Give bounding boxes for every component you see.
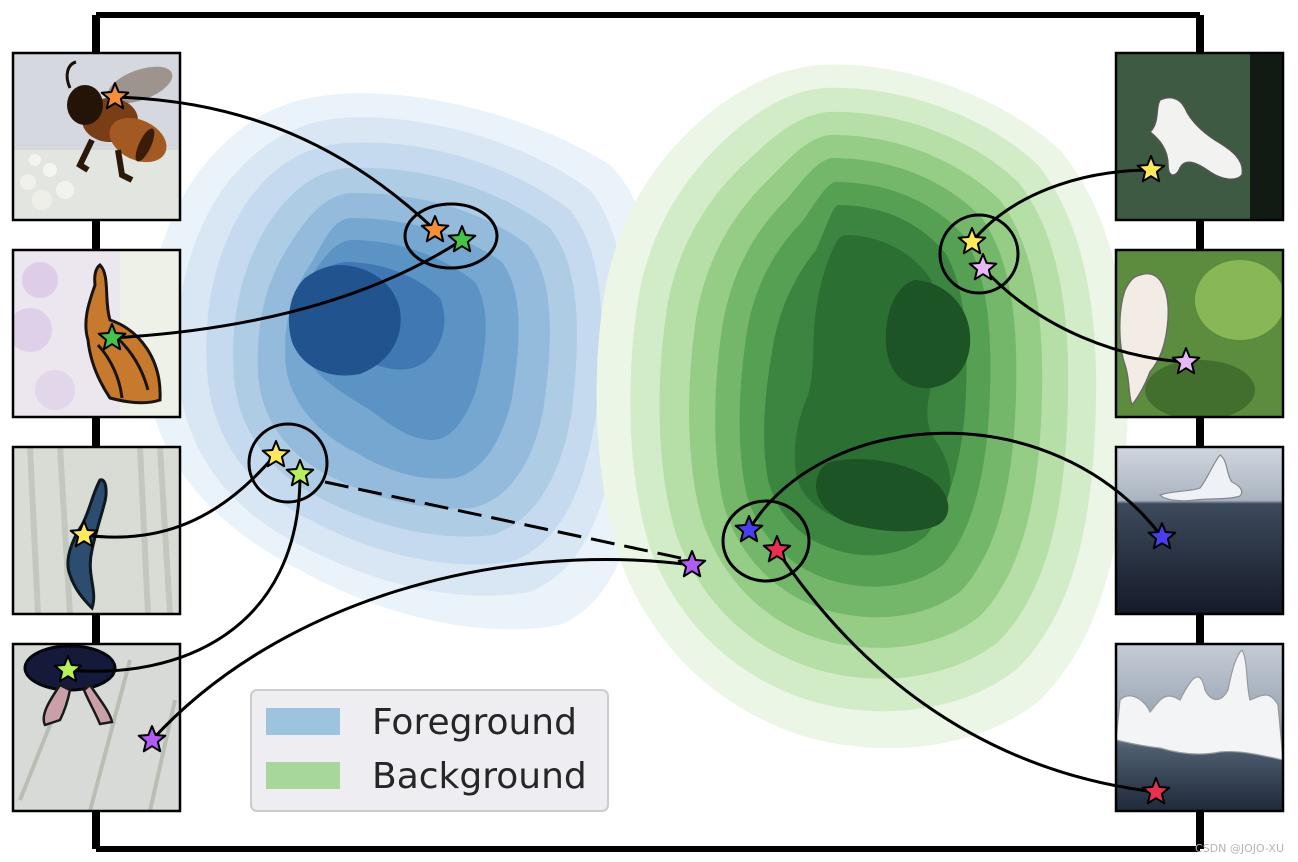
star-bird-thumb-icon [53,655,83,683]
bee-image-border [11,51,182,222]
background-density [596,64,1129,749]
foreground-level-9 [288,265,401,376]
bird-image [13,644,180,811]
caterpillar-image [1116,53,1283,220]
star-caterpillar-thumb-icon [1136,155,1166,183]
cluster-circle-bg-top [938,213,1020,295]
cluster-circle-fg-bottom [247,422,329,504]
star-snail-embed-icon [968,253,998,281]
bee-image [13,53,180,220]
legend-label-background: Background [372,756,587,797]
star-iceberg-embed-icon [734,515,764,543]
ice-formation-image [1116,644,1283,811]
star-bee-thumb-icon [100,82,130,110]
cluster-circles [247,202,1020,583]
legend: Foreground Background [250,689,609,812]
legend-swatch-background [266,762,340,789]
ice-formation-image-border [1114,642,1285,813]
snail-image-border [1114,248,1285,419]
connector-seahorse [83,454,277,539]
connector-dashed [324,480,691,562]
connector-purple-bg [150,558,693,742]
iceberg-image-border [1114,445,1285,616]
connector-iceberg [747,431,1164,538]
star-bird-bg-thumb-icon [137,725,167,753]
seahorse-image-border [11,445,182,616]
star-snail-thumb-icon [1171,347,1201,375]
iceberg-image [1116,447,1283,614]
foreground-density [146,93,658,630]
watermark: CSDN @JOJO-XU [1195,842,1284,855]
star-ice-formation-thumb-icon [1141,777,1171,805]
caterpillar-image-border [1114,51,1285,222]
star-bee-embed-icon [420,215,450,243]
star-seahorse-embed-icon [261,440,291,468]
connector-caterpillar [970,168,1152,243]
background-level-9-upper [885,280,971,389]
stars [53,82,1201,805]
connector-bee [114,95,437,232]
legend-swatch-foreground [266,708,340,735]
cluster-circle-bg-bottom [721,499,811,583]
star-bird-bg-embed-icon [677,550,707,578]
bird-image-border [11,642,182,813]
legend-box [250,689,609,812]
star-ice-formation-embed-icon [762,535,792,563]
cluster-circle-fg-top [403,202,499,270]
connector-ice-formation [775,549,1157,794]
star-iceberg-thumb-icon [1147,522,1177,550]
connector-bird [67,474,302,673]
star-caterpillar-embed-icon [957,227,987,255]
snail-image [1116,250,1283,417]
star-butterfly-embed-icon [447,225,477,253]
star-bird-embed-icon [285,459,315,487]
connector-snail [981,266,1187,364]
background-level-9-lower [815,458,949,532]
legend-label-foreground: Foreground [372,702,577,743]
star-butterfly-thumb-icon [97,323,127,351]
star-seahorse-thumb-icon [69,520,99,548]
